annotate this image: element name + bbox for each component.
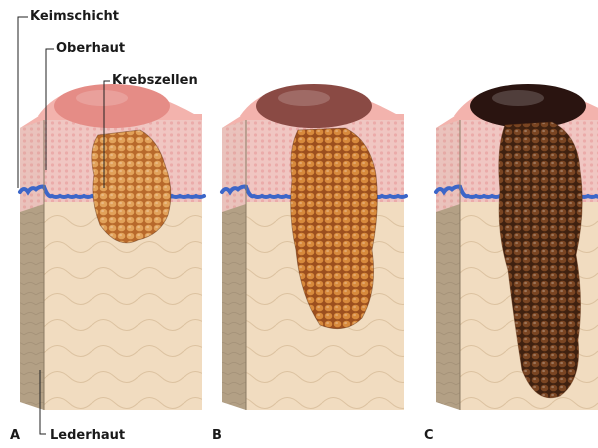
- skin-block-b: [222, 84, 406, 410]
- panel-letter-a: A: [10, 429, 20, 442]
- label-krebszellen: Krebszellen: [112, 74, 198, 87]
- mole-surface: [470, 84, 586, 128]
- skin-block-a: [20, 84, 204, 410]
- label-lederhaut: Lederhaut: [50, 429, 125, 442]
- panel-letter-b: B: [212, 429, 222, 442]
- side-epidermis: [20, 120, 44, 212]
- side-epidermis: [436, 120, 460, 212]
- mole-surface: [256, 84, 372, 128]
- skin-block-c: [436, 84, 598, 410]
- label-oberhaut: Oberhaut: [56, 42, 125, 55]
- panel-letter-c: C: [424, 429, 434, 442]
- label-keimschicht: Keimschicht: [30, 10, 119, 23]
- mole-surface: [54, 84, 170, 128]
- side-epidermis: [222, 120, 246, 212]
